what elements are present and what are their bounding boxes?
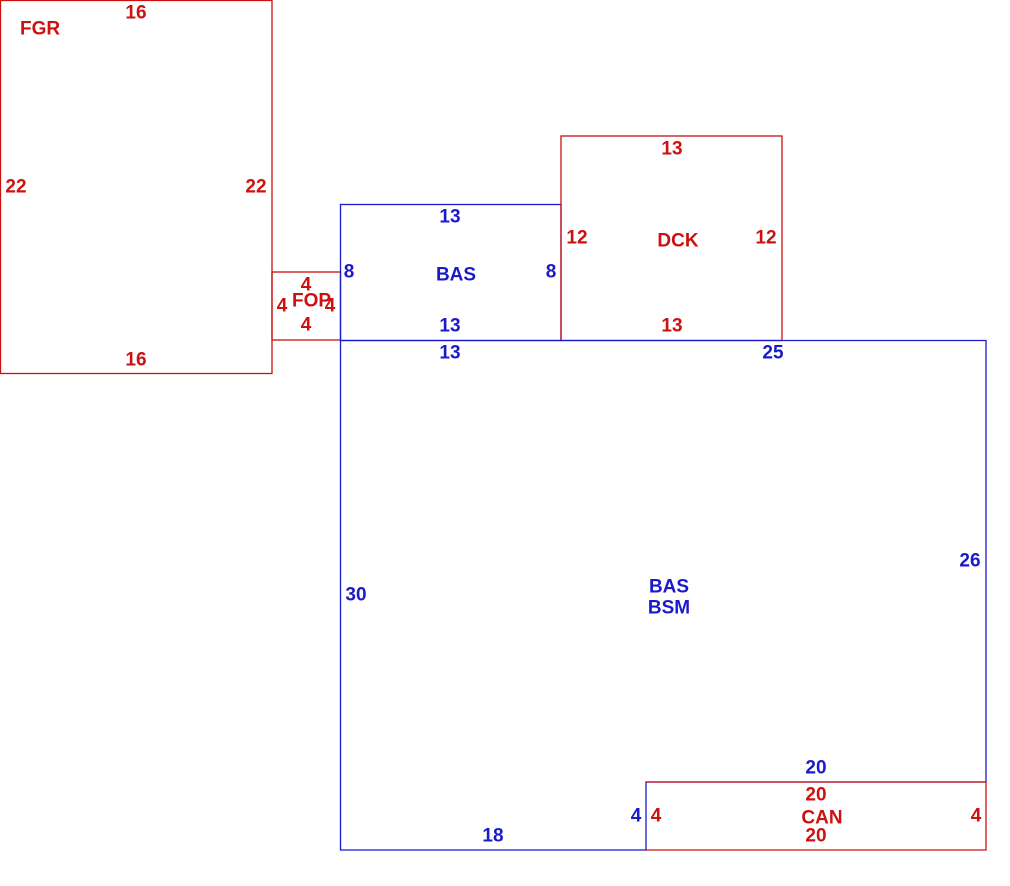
bas-main-right-dimension: 26 [959,551,980,572]
fgr-top-dimension: 16 [125,3,146,24]
dck-left-dimension: 12 [566,228,587,249]
can-right-dimension: 4 [971,806,982,827]
can-left-dimension: 4 [651,806,662,827]
fop-right-dimension: 4 [325,296,336,317]
fgr-outline [0,0,273,375]
fgr-bottom-dimension: 16 [125,350,146,371]
dck-name: DCK [657,231,698,252]
fop-bottom-dimension: 4 [301,315,312,336]
bas-main-notch-side-dimension: 4 [631,806,642,827]
bas-upper-name: BAS [436,265,476,286]
can-outline [646,781,987,851]
fgr-right-dimension: 22 [245,177,266,198]
bas-main-bottom-dimension: 18 [482,826,503,847]
can-top-dimension: 20 [805,785,826,806]
can-bottom-dimension: 20 [805,826,826,847]
dck-bottom-dimension: 13 [661,316,682,337]
bas-main-top-left-dimension: 13 [439,343,460,364]
bas-upper-left-dimension: 8 [344,262,355,283]
bas-upper-right-dimension: 8 [546,262,557,283]
bas-main-left-dimension: 30 [345,585,366,606]
fop-left-dimension: 4 [277,296,288,317]
bas-main-top-right-dimension: 25 [762,343,784,364]
fgr-left-dimension: 22 [5,177,26,198]
dck-right-dimension: 12 [755,228,776,249]
fop-name: FOP [292,291,331,312]
bas-main-name: BAS [649,577,689,598]
fop-top-dimension: 4 [301,275,312,296]
bas-main-notch-top-dimension: 20 [805,758,826,779]
can-name: CAN [801,808,842,829]
bas-upper-top-dimension: 13 [439,207,460,228]
dck-top-dimension: 13 [661,139,682,160]
fgr-name: FGR [20,19,60,40]
bsm-main-name: BSM [648,598,690,619]
bas-upper-bottom-dimension: 13 [439,316,460,337]
